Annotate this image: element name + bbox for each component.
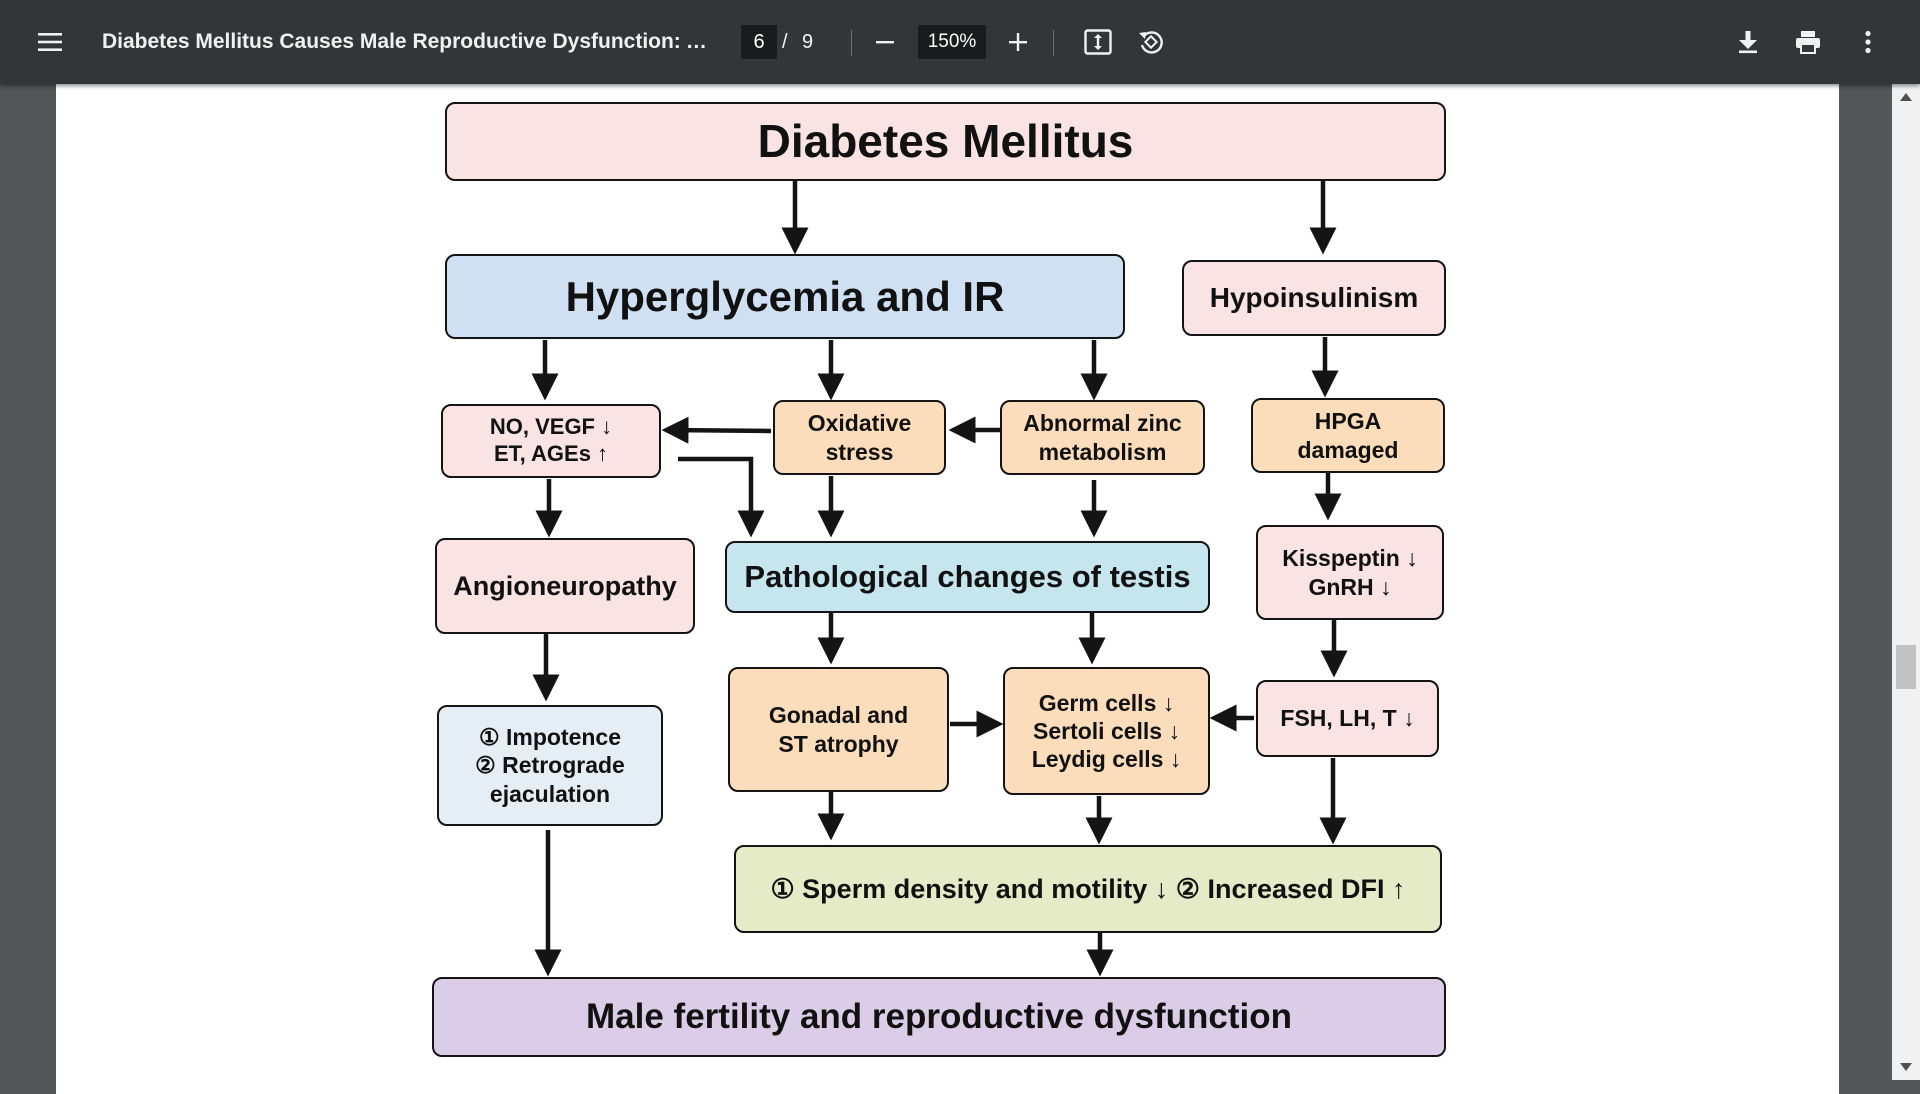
download-icon xyxy=(1739,31,1757,54)
fit-page-button[interactable] xyxy=(1078,22,1118,62)
more-vert-icon xyxy=(1865,30,1871,54)
page-separator: / xyxy=(782,31,788,53)
sperm-density-box: ① Sperm density and motility ↓ ② Increas… xyxy=(734,845,1442,933)
scrollbar[interactable] xyxy=(1892,84,1920,1080)
fsh-lh-t-box: FSH, LH, T ↓ xyxy=(1256,680,1439,757)
hpga-damaged-box: HPGA damaged xyxy=(1251,398,1445,473)
rotate-button[interactable] xyxy=(1131,22,1171,62)
document-title: Diabetes Mellitus Causes Male Reproducti… xyxy=(102,30,712,53)
male-fertility-box: Male fertility and reproductive dysfunct… xyxy=(432,977,1446,1057)
impotence-box: ① Impotence ② Retrograde ejaculation xyxy=(437,705,663,826)
scroll-down-arrow[interactable] xyxy=(1900,1063,1912,1071)
zoom-out-icon xyxy=(876,41,894,44)
rotate-icon xyxy=(1139,31,1163,54)
diabetes-mellitus-box: Diabetes Mellitus xyxy=(445,102,1446,181)
no-vegf-box: NO, VEGF ↓ ET, AGEs ↑ xyxy=(441,404,661,478)
zoom-in-icon xyxy=(1009,33,1027,51)
angioneuropathy-box: Angioneuropathy xyxy=(435,538,695,634)
germ-cells-box: Germ cells ↓ Sertoli cells ↓ Leydig cell… xyxy=(1003,667,1210,795)
menu-icon xyxy=(38,33,62,51)
hypoinsulinism-box: Hypoinsulinism xyxy=(1182,260,1446,336)
scroll-up-arrow[interactable] xyxy=(1900,93,1912,101)
zinc-metabolism-box: Abnormal zinc metabolism xyxy=(1000,400,1205,475)
pdf-toolbar: Diabetes Mellitus Causes Male Reproducti… xyxy=(0,0,1920,84)
page-number-input[interactable]: 6 xyxy=(741,25,777,59)
gonadal-atrophy-box: Gonadal and ST atrophy xyxy=(728,667,949,792)
menu-button[interactable] xyxy=(28,0,72,84)
print-icon xyxy=(1796,31,1820,54)
pathological-changes-box: Pathological changes of testis xyxy=(725,541,1210,613)
toolbar-divider xyxy=(851,30,852,56)
fit-page-icon xyxy=(1084,29,1112,55)
zoom-out-button[interactable] xyxy=(865,22,905,62)
oxidative-stress-box: Oxidative stress xyxy=(773,400,946,475)
more-options-button[interactable] xyxy=(1848,22,1888,62)
download-button[interactable] xyxy=(1728,22,1768,62)
hyperglycemia-box: Hyperglycemia and IR xyxy=(445,254,1125,339)
zoom-level-input[interactable]: 150% xyxy=(918,25,986,59)
zoom-in-button[interactable] xyxy=(998,22,1038,62)
print-button[interactable] xyxy=(1788,22,1828,62)
kisspeptin-box: Kisspeptin ↓ GnRH ↓ xyxy=(1256,525,1444,620)
page-total: 9 xyxy=(802,31,814,53)
scroll-thumb[interactable] xyxy=(1896,645,1916,689)
toolbar-divider xyxy=(1053,30,1054,56)
